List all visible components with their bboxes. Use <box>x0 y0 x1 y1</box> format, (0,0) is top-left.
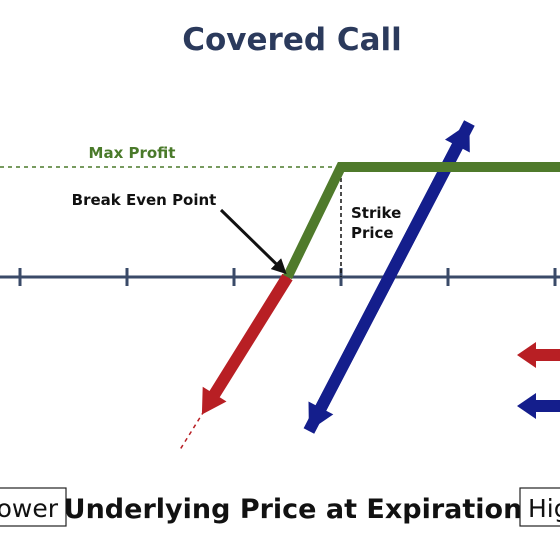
break-even-label: Break Even Point <box>72 191 217 209</box>
higher-label: Higher <box>528 494 560 523</box>
lower-box <box>0 487 67 527</box>
max-profit-label: Max Profit <box>89 144 176 162</box>
legend-arrow-2 <box>517 393 560 419</box>
long-stock-line-lower-head <box>308 120 475 431</box>
chart-title: Covered Call <box>182 22 402 58</box>
x-axis-title: Underlying Price at Expiration <box>64 494 523 525</box>
covered-call-payoff-line <box>283 162 560 280</box>
loss-segment-line <box>201 273 293 415</box>
strike-label-line1: Strike <box>351 204 401 222</box>
strike-label-line2: Price <box>351 224 394 242</box>
loss-dashed-extension <box>180 410 205 449</box>
lower-label: Lower <box>0 494 59 523</box>
break-even-pointer-arrow <box>219 208 287 275</box>
higher-box <box>519 487 560 527</box>
legend-arrow-1 <box>517 342 560 368</box>
